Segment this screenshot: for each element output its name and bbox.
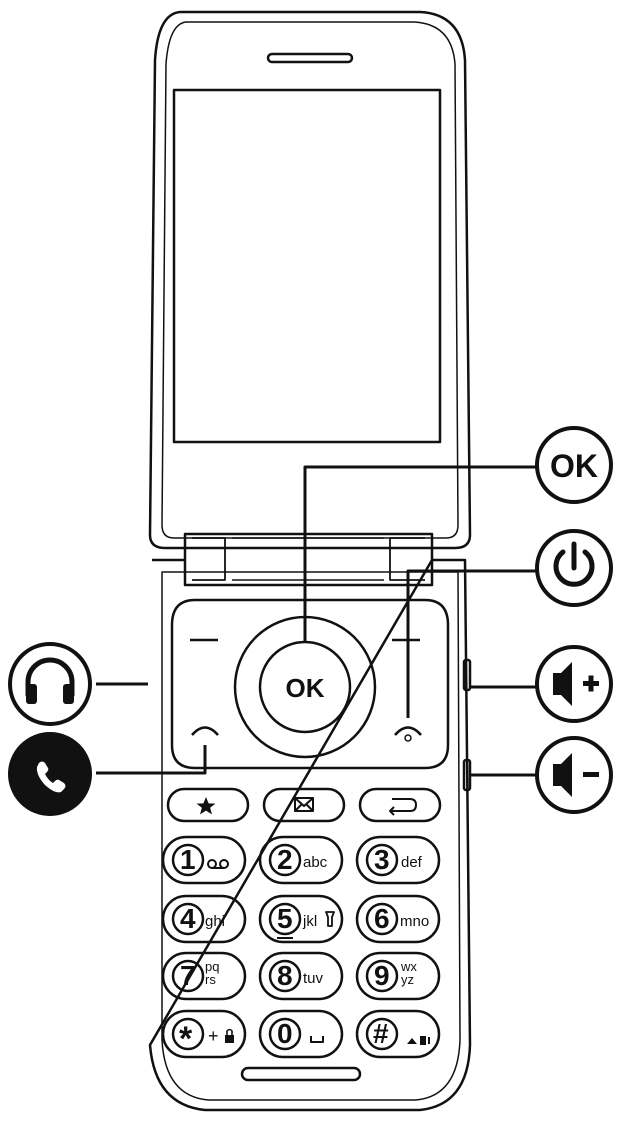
phone-base [148, 558, 472, 1112]
key-0-digit: 0 [277, 1018, 293, 1049]
key-hash[interactable] [355, 1009, 441, 1059]
ok-callout-line [303, 465, 537, 642]
key-star-digit: * [179, 1020, 193, 1058]
volume-down-icon [553, 753, 599, 797]
call-callout [8, 732, 92, 816]
key-3[interactable] [355, 835, 441, 885]
shift-vibrate-icon [407, 1036, 430, 1045]
headset-icon [25, 657, 75, 698]
message-key[interactable] [262, 787, 346, 823]
key-5-letters: jkl [303, 913, 318, 930]
ok-callout [535, 426, 613, 504]
back-key[interactable] [358, 787, 442, 823]
key-3-digit: 3 [374, 844, 390, 875]
key-2-letters: abc [303, 854, 328, 871]
key-8[interactable] [258, 951, 344, 1001]
key-7[interactable] [161, 951, 247, 1001]
headset-callout [8, 642, 92, 726]
star-function-key[interactable] [166, 787, 250, 823]
key-9-letters-bottom: yz [401, 972, 414, 987]
back-arrow-icon [389, 798, 417, 816]
end-power-key[interactable] [394, 726, 422, 736]
phone-call-icon [36, 761, 66, 793]
key-8-letters: tuv [303, 970, 324, 987]
call-key[interactable] [191, 726, 219, 736]
key-9-letters-top: wx [401, 959, 417, 974]
ok-key-label: OK [285, 673, 325, 703]
volume-down-callout [535, 736, 613, 814]
key-6-letters: mno [400, 913, 430, 930]
envelope-icon [294, 797, 314, 812]
phone-lid-inner [161, 21, 459, 539]
display-screen [172, 88, 442, 444]
key-3-letters: def [401, 854, 422, 871]
ok-callout-label: OK [550, 448, 598, 484]
key-2-digit: 2 [277, 844, 293, 875]
power-callout [535, 529, 613, 607]
key-7-digit: 7 [180, 960, 196, 991]
phone-lid [148, 10, 472, 550]
key-9[interactable] [355, 951, 441, 1001]
key-6[interactable] [355, 894, 441, 944]
phone-base-inner [161, 571, 461, 1101]
space-icon [310, 1036, 324, 1043]
voicemail-icon [207, 859, 229, 869]
call-callout-line [96, 745, 207, 775]
lock-shackle [226, 1028, 233, 1035]
key-1[interactable] [161, 835, 247, 885]
key-9-digit: 9 [374, 960, 390, 991]
navigation-panel [170, 598, 450, 770]
volume-up-icon [553, 662, 599, 706]
power-callout-line [406, 569, 537, 718]
key-star[interactable] [161, 1009, 247, 1059]
microphone-slot [240, 1066, 362, 1082]
key-7-letters-bottom: rs [205, 972, 216, 987]
key-8-digit: 8 [277, 960, 293, 991]
key-5[interactable] [258, 894, 344, 944]
key-2[interactable] [258, 835, 344, 885]
star-icon [196, 797, 216, 815]
key-4-digit: 4 [180, 903, 196, 934]
side-volume-up[interactable] [462, 658, 472, 692]
key-7-letters-top: pq [205, 959, 220, 974]
key-star-plus: + [208, 1026, 219, 1046]
key-5-digit: 5 [277, 903, 293, 934]
key-hash-digit: # [373, 1018, 389, 1049]
lock-icon [225, 1035, 234, 1043]
power-icon [553, 541, 595, 587]
key-6-digit: 6 [374, 903, 390, 934]
key-0[interactable] [258, 1009, 344, 1059]
earpiece [266, 52, 354, 64]
key-1-digit: 1 [180, 844, 196, 875]
flashlight-icon [325, 911, 335, 927]
hinge [183, 532, 434, 587]
key-4[interactable] [161, 894, 247, 944]
key-4-letters: ghi [205, 913, 226, 930]
volume-up-callout [535, 645, 613, 723]
